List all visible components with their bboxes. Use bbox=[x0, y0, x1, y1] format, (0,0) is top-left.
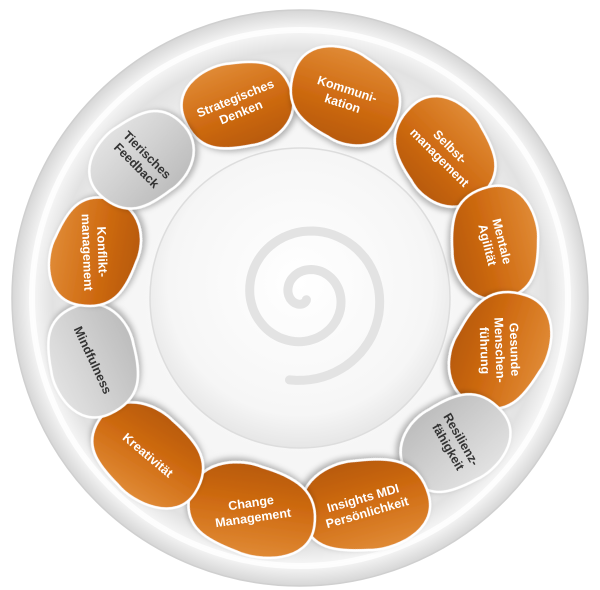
center-spiral bbox=[245, 226, 385, 385]
segment-label-line: Change bbox=[227, 493, 274, 513]
segment-shape bbox=[90, 401, 205, 510]
segment-label: Konflikt-management bbox=[79, 213, 111, 292]
segment-shape bbox=[289, 44, 402, 147]
segment-insights-mdi: Insights MDIPersönlichkeit bbox=[299, 458, 432, 552]
segment-tierisches-feedback: TierischesFeedback bbox=[88, 109, 195, 210]
outer-plate-highlight bbox=[29, 27, 571, 569]
segment-kommunikation: Kommuni-kation bbox=[289, 44, 402, 147]
segment-selbstmanagement: Selbst-management bbox=[393, 94, 497, 208]
segment-change-management: ChangeManagement bbox=[187, 460, 317, 560]
segment-label-line: Gesunde bbox=[507, 323, 523, 377]
inner-disk bbox=[149, 147, 451, 449]
segment-shape bbox=[47, 302, 140, 419]
segment-label-line: management bbox=[79, 214, 96, 292]
segment-gesunde-menschenfuehrung: GesundeMenschen-führung bbox=[447, 290, 553, 411]
segment-mindfulness: Mindfulness bbox=[47, 302, 140, 419]
segment-kreativitaet: Kreativität bbox=[90, 401, 205, 510]
segment-label-line: führung bbox=[477, 327, 493, 375]
segment-shape bbox=[88, 109, 195, 210]
segment-label: GesundeMenschen-führung bbox=[476, 317, 522, 384]
segment-konfliktmanagement: Konflikt-management bbox=[47, 196, 143, 308]
segment-strategisches-denken: StrategischesDenken bbox=[180, 60, 295, 150]
segment-ring: StrategischesDenkenKommuni-kationSelbst-… bbox=[47, 44, 553, 560]
segment-label-line: Menschen- bbox=[491, 317, 507, 383]
segment-resilienzfaehigkeit: Resilienz-fähigkeit bbox=[399, 393, 512, 494]
segment-label-line: Konflikt- bbox=[94, 226, 110, 277]
